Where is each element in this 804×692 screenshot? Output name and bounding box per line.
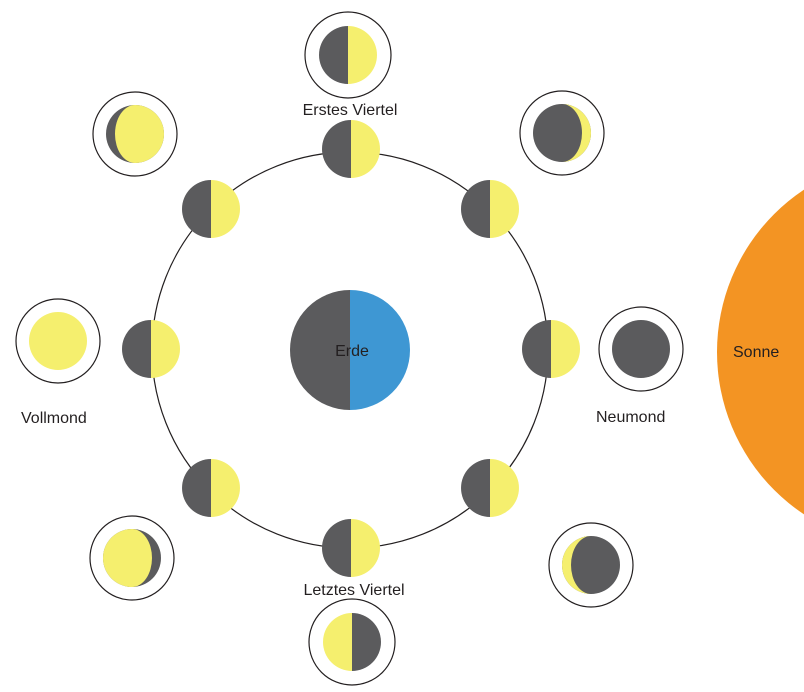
earth: [290, 290, 410, 410]
phase-full-moon: [15, 298, 101, 384]
orbit-moon-bottom-left: [182, 459, 240, 517]
phase-waxing-gibbous: [92, 91, 178, 177]
orbit-moon-top-left: [182, 180, 240, 238]
orbit-moon-left: [122, 320, 180, 378]
phase-first-quarter: [304, 11, 392, 99]
orbit-moon-bottom-right: [461, 459, 519, 517]
label-sun: Sonne: [733, 344, 779, 361]
label-full-moon: Vollmond: [21, 410, 87, 427]
orbit-moon-bottom: [322, 519, 380, 577]
orbit-moon-top-right: [461, 180, 519, 238]
phase-waxing-crescent: [519, 90, 605, 176]
label-last-quarter: Letztes Viertel: [303, 582, 404, 599]
sun: [717, 189, 804, 515]
phase-new-moon: [598, 306, 684, 392]
orbit-moon-top: [322, 120, 380, 178]
phase-last-quarter: [308, 598, 396, 686]
label-first-quarter: Erstes Viertel: [303, 102, 398, 119]
label-new-moon: Neumond: [596, 409, 665, 426]
phase-waning-gibbous: [89, 515, 175, 601]
orbit-moon-right: [522, 320, 580, 378]
phase-waning-crescent: [548, 522, 634, 608]
label-earth: Erde: [335, 343, 369, 360]
